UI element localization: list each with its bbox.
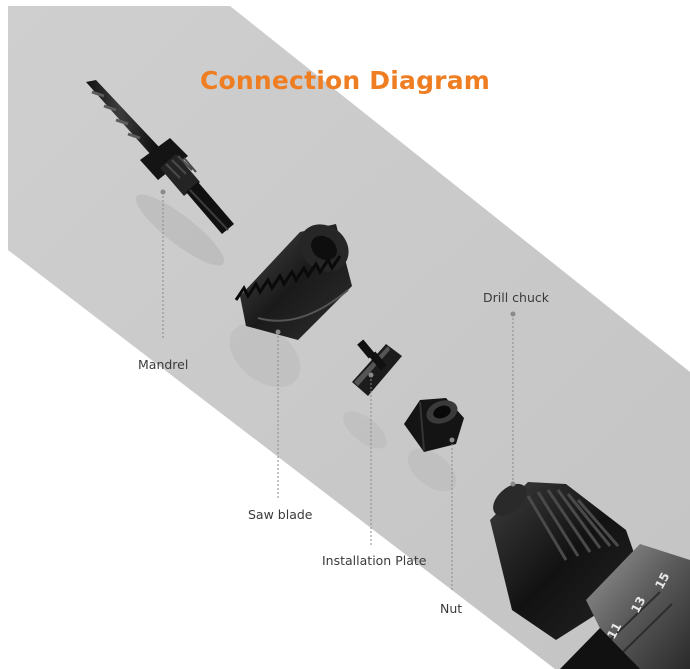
- installation-plate-part: [352, 339, 402, 396]
- installation-plate-label: Installation Plate: [322, 553, 427, 568]
- leader-lines: [162, 192, 514, 592]
- saw-blade-label: Saw blade: [248, 507, 313, 522]
- drill-chuck-label: Drill chuck: [483, 290, 549, 305]
- dial-number-13: 13: [628, 594, 648, 615]
- mandrel-part: [86, 80, 234, 234]
- dial-number-11: 11: [604, 620, 624, 641]
- drill-chuck-part: [490, 482, 690, 669]
- nut-part: [404, 398, 464, 452]
- leader-dots: [160, 189, 516, 487]
- mandrel-label: Mandrel: [138, 357, 189, 372]
- saw-blade-part: [234, 224, 352, 340]
- dial-numbers: 11 13 15: [604, 570, 672, 641]
- diagram-title: Connection Diagram: [199, 66, 491, 95]
- part-reflections: [135, 194, 457, 492]
- nut-label: Nut: [440, 601, 463, 616]
- dial-number-15: 15: [652, 570, 672, 591]
